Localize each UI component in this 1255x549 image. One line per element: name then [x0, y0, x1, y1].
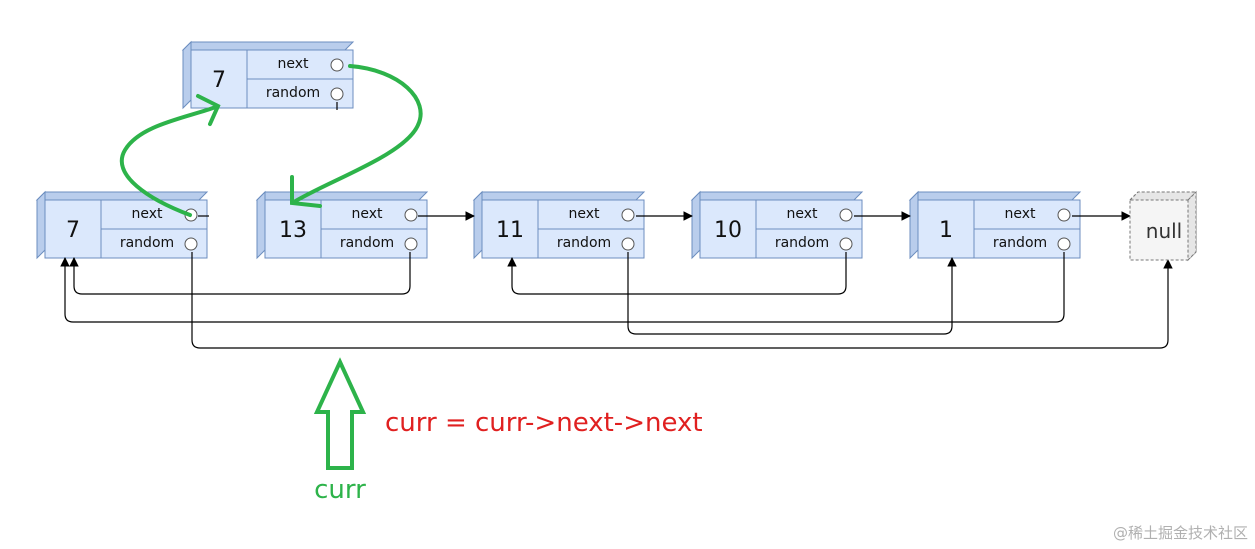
node-value-box: [699, 199, 757, 259]
next-field-label: next: [1004, 206, 1036, 222]
random-arrow-13-to-7: [69, 252, 411, 295]
arrowhead-n1-to-copy: [196, 94, 221, 126]
random-field-label: random: [775, 235, 829, 251]
null-node: null: [1128, 190, 1198, 262]
random-arrow-1-to-7: [60, 252, 1065, 323]
random-pointer-dot: [621, 237, 635, 251]
arrow-copy-to-n2: [292, 64, 423, 204]
next-pointer-dot: [621, 208, 635, 222]
node-value-box: [481, 199, 539, 259]
list-node-n4: 10 next random: [690, 190, 864, 260]
random-field-label: random: [120, 235, 174, 251]
random-pointer-dot: [1057, 237, 1071, 251]
operation-label: curr = curr->next->next: [385, 408, 703, 438]
arrowhead-copy-to-n2: [290, 175, 322, 208]
insertion-arrows: [119, 64, 423, 217]
next-pointer-dot: [330, 58, 344, 72]
next-field-label: next: [131, 206, 163, 222]
node-value: 10: [714, 218, 742, 243]
random-pointer-dot: [404, 237, 418, 251]
random-pointer-dot: [184, 237, 198, 251]
node-value: 13: [279, 218, 307, 243]
arrow-n1-to-copy: [119, 105, 218, 217]
random-pointer-dot: [839, 237, 853, 251]
watermark: @稀土掘金技术社区: [1113, 524, 1248, 542]
next-pointer-dot: [1057, 208, 1071, 222]
curr-pointer-arrow: [313, 357, 367, 470]
random-arrow-7-to-null: [191, 252, 1173, 349]
next-pointer-dot: [404, 208, 418, 222]
next-field-label: next: [786, 206, 818, 222]
random-field-label: random: [266, 85, 320, 101]
random-pointers: [60, 102, 1173, 349]
curr-pointer-label: curr: [314, 475, 366, 505]
node-value: 11: [496, 218, 524, 243]
node-value: 7: [212, 68, 226, 93]
list-node-copy: 7 next random: [181, 40, 355, 110]
list-node-n3: 11 next random: [472, 190, 646, 260]
random-field-label: random: [993, 235, 1047, 251]
random-arrow-11-to-1: [627, 252, 957, 335]
random-pointer-dot: [330, 87, 344, 101]
node-value-box: [917, 199, 975, 259]
random-field-label: random: [557, 235, 611, 251]
random-arrow-10-to-11: [507, 252, 847, 295]
next-field-label: next: [568, 206, 600, 222]
null-label: null: [1146, 219, 1182, 243]
node-value: 7: [66, 218, 80, 243]
next-field-label: next: [277, 56, 309, 72]
list-node-n1: 7 next random: [35, 190, 209, 260]
node-value: 1: [939, 218, 953, 243]
next-pointer-dot: [839, 208, 853, 222]
next-field-label: next: [351, 206, 383, 222]
random-field-label: random: [340, 235, 394, 251]
list-node-n5: 1 next random: [908, 190, 1082, 260]
list-node-n2: 13 next random: [255, 190, 429, 260]
